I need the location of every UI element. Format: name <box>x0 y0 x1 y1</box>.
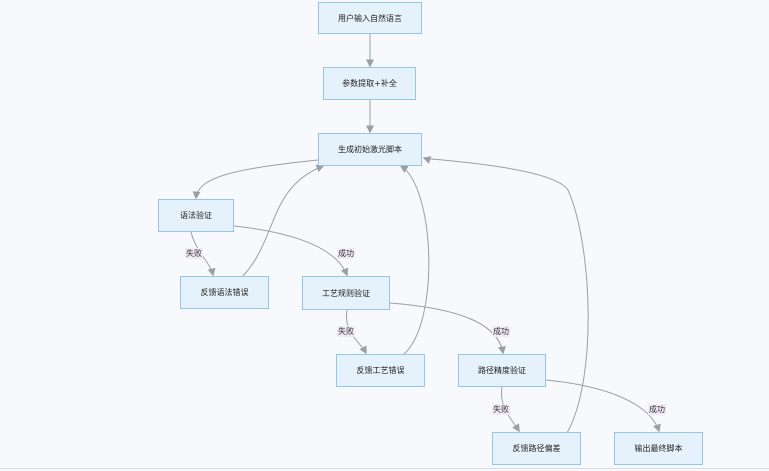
edge-path-to-output <box>545 379 661 433</box>
node-user-input: 用户输入自然语言 <box>318 2 422 34</box>
node-path-accuracy-validation: 路径精度验证 <box>458 354 546 387</box>
node-process-error-feedback-label: 反馈工艺错误 <box>356 366 405 375</box>
bottom-divider <box>0 468 769 469</box>
node-generate-script: 生成初始激光脚本 <box>318 133 422 166</box>
node-generate-script-label: 生成初始激光脚本 <box>338 145 402 154</box>
node-process-rule-validation-label: 工艺规则验证 <box>322 288 370 298</box>
node-syntax-error-feedback-label: 反馈语法错误 <box>200 288 249 297</box>
edge-label-process-fail: 失败 <box>337 326 355 337</box>
edge-label-path-fail: 失败 <box>492 404 510 415</box>
node-syntax-validation-label: 语法验证 <box>180 211 212 220</box>
node-path-deviation-feedback: 反馈路径偏差 <box>492 432 581 465</box>
node-parameter-extraction: 参数提取+补全 <box>323 67 416 100</box>
node-user-input-label: 用户输入自然语言 <box>338 13 402 23</box>
edge-generate-to-syntax <box>192 159 319 200</box>
node-process-error-feedback: 反馈工艺错误 <box>336 354 425 387</box>
node-process-rule-validation: 工艺规则验证 <box>302 276 390 310</box>
edge-label-path-success: 成功 <box>648 404 666 415</box>
edge-path-feedback-to-generate <box>422 156 589 434</box>
node-output-final-script-label: 输出最终脚本 <box>634 444 683 453</box>
node-syntax-error-feedback: 反馈语法错误 <box>180 276 269 309</box>
node-parameter-extraction-label: 参数提取+补全 <box>342 79 397 88</box>
edge-process-to-path <box>389 302 506 355</box>
node-output-final-script: 输出最终脚本 <box>614 432 703 465</box>
node-path-accuracy-validation-label: 路径精度验证 <box>478 366 526 375</box>
edge-syntax-to-process <box>233 225 349 277</box>
edge-label-syntax-success: 成功 <box>337 248 355 259</box>
node-path-deviation-feedback-label: 反馈路径偏差 <box>512 444 561 453</box>
edge-syntax-feedback-to-generate <box>242 164 325 277</box>
edge-label-process-success: 成功 <box>492 326 510 337</box>
node-syntax-validation: 语法验证 <box>158 199 234 232</box>
edge-label-syntax-fail: 失败 <box>185 248 203 259</box>
edge-process-feedback-to-generate <box>399 165 430 355</box>
